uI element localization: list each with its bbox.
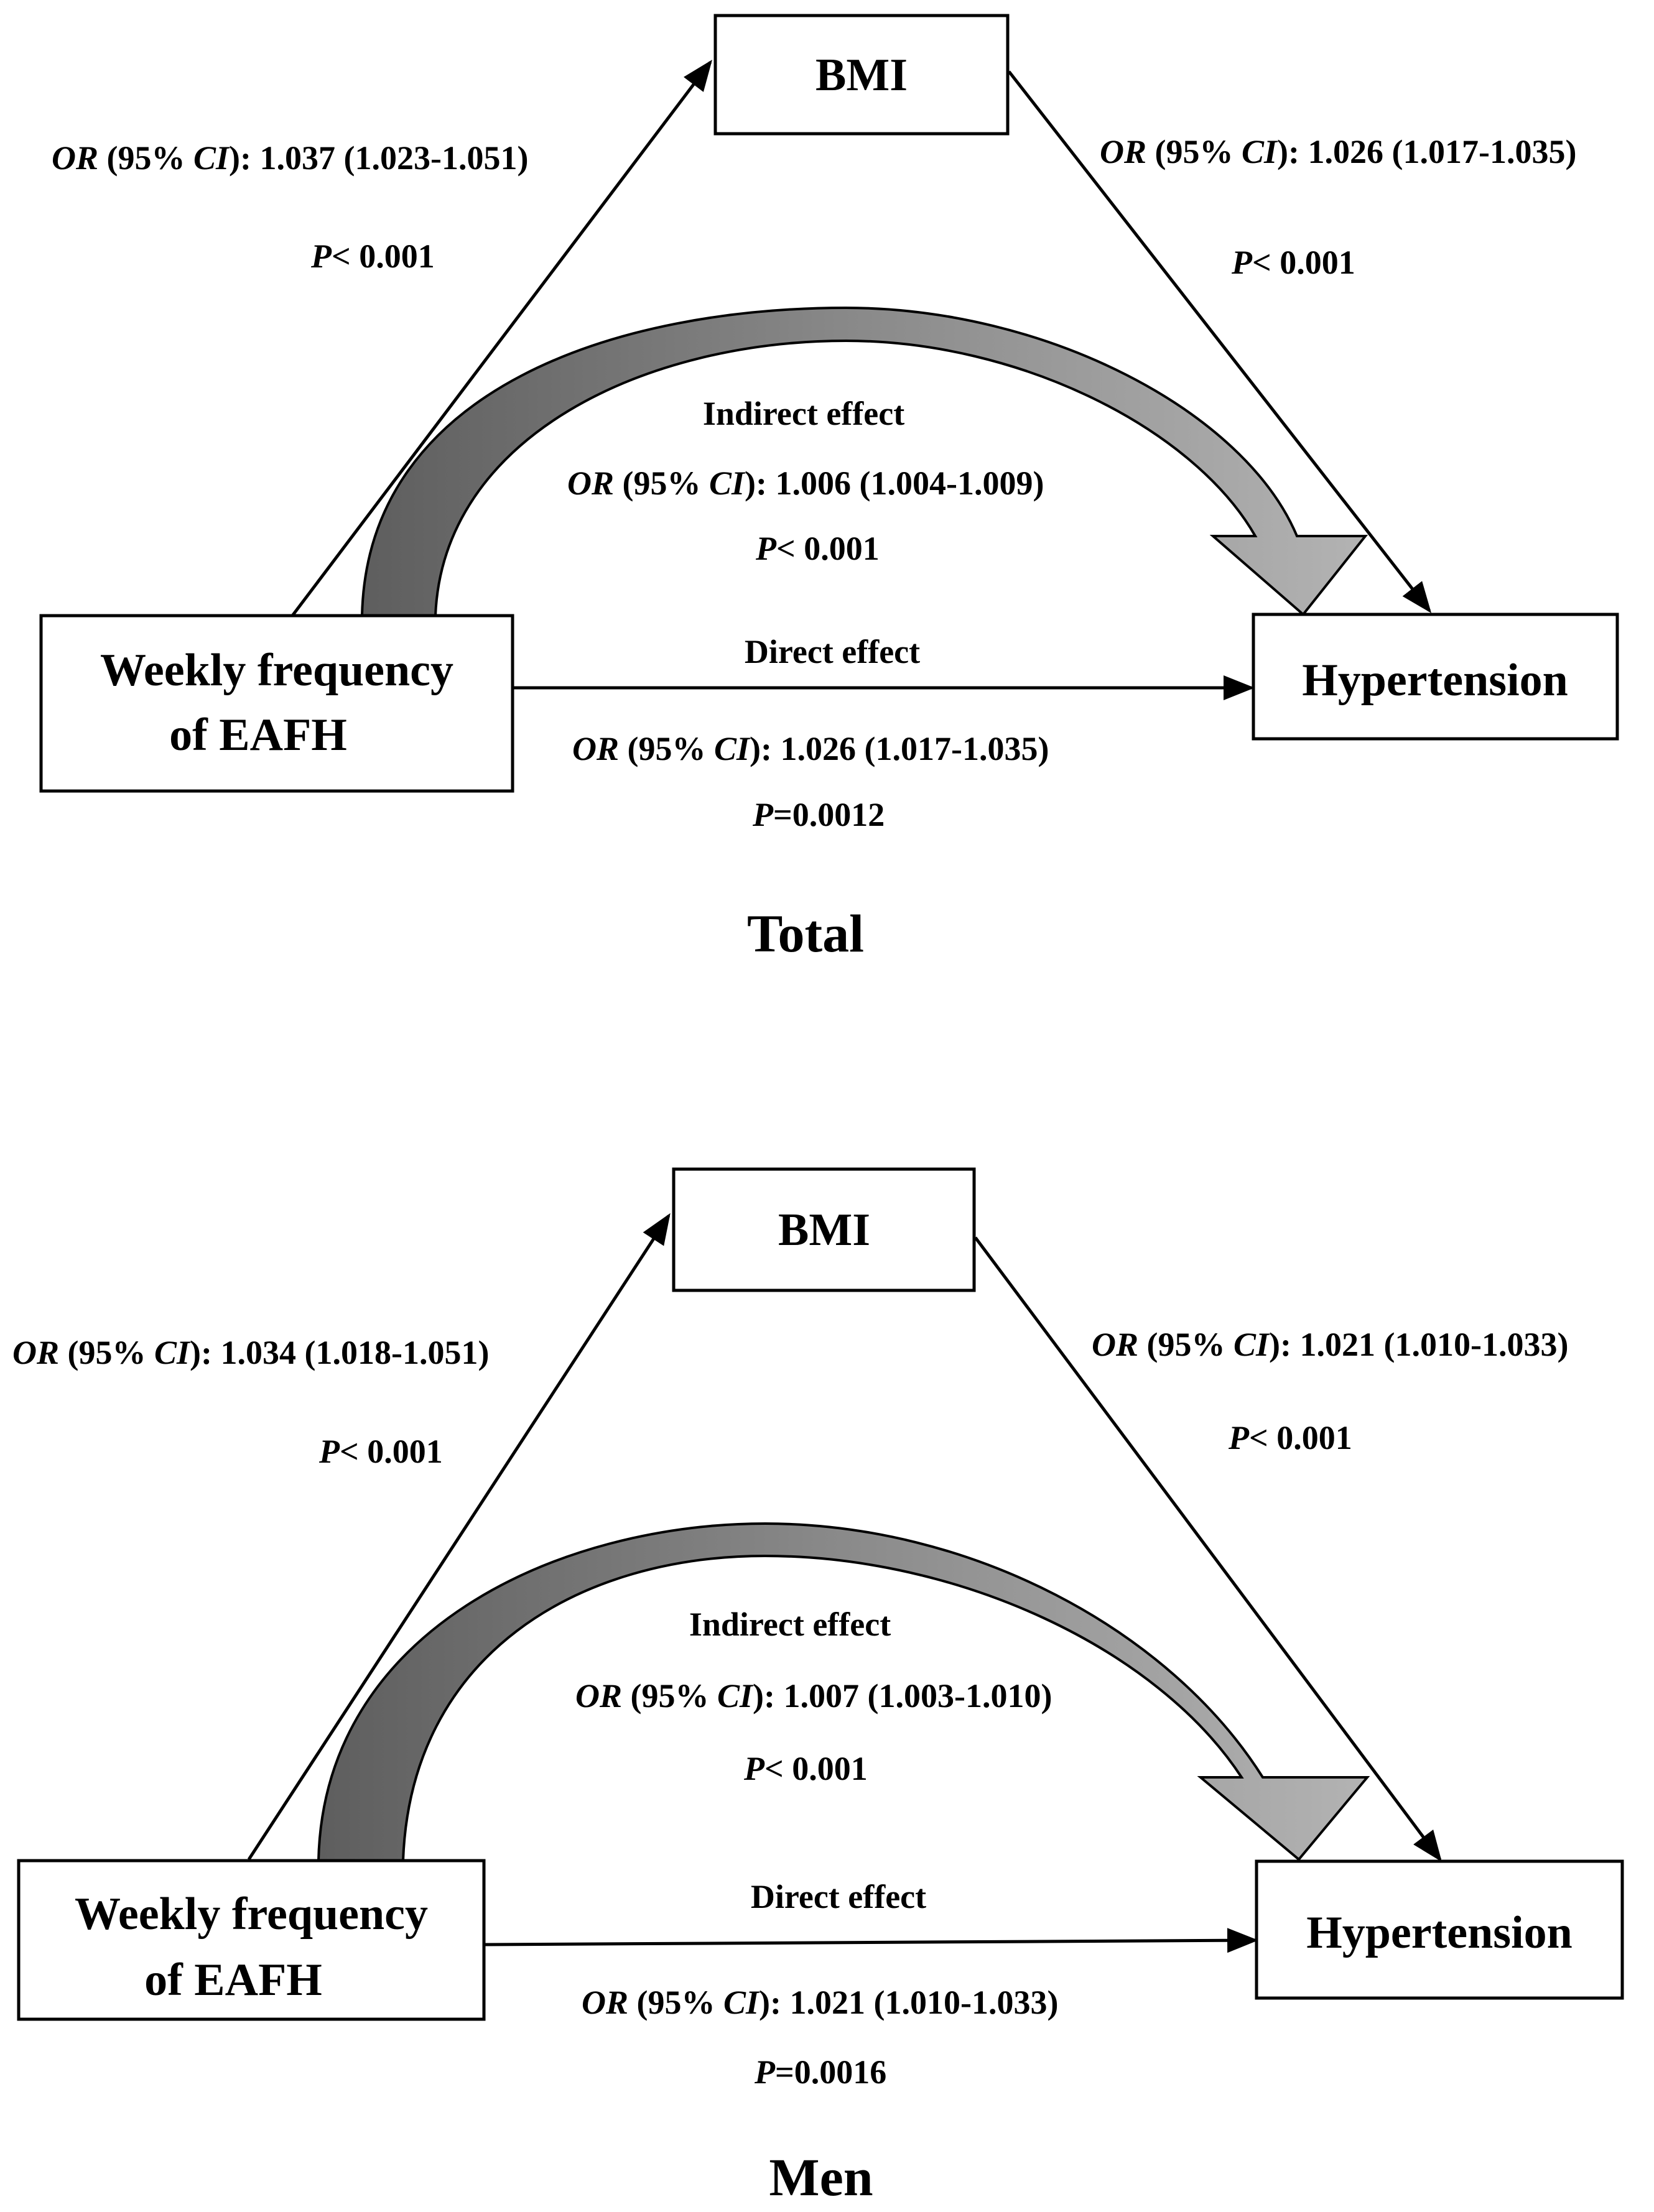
direct-effect-p: P=0.0016 bbox=[754, 2053, 886, 2091]
indirect-effect-or: OR (95% CI): 1.006 (1.004-1.009) bbox=[567, 465, 1044, 502]
path-a-p: P< 0.001 bbox=[318, 1433, 443, 1470]
indirect-effect-p: P< 0.001 bbox=[743, 1750, 868, 1787]
path-b-arrow bbox=[1008, 70, 1432, 613]
path-b-or: OR (95% CI): 1.021 (1.010-1.033) bbox=[1092, 1326, 1568, 1363]
panel-men: BMI Weekly frequency of EAFH Hypertensio… bbox=[12, 1167, 1624, 2207]
mediator-label: BMI bbox=[778, 1205, 870, 1256]
mediator-label: BMI bbox=[815, 50, 908, 101]
outcome-box bbox=[1252, 613, 1619, 741]
indirect-effect-p: P< 0.001 bbox=[755, 530, 880, 567]
exposure-label-line2: of EAFH bbox=[169, 710, 347, 761]
path-b-p: P< 0.001 bbox=[1231, 244, 1355, 281]
panel-caption: Total bbox=[747, 904, 864, 963]
mediator-box bbox=[672, 1167, 976, 1292]
path-a-or: OR (95% CI): 1.034 (1.018-1.051) bbox=[12, 1334, 489, 1371]
path-a-arrow bbox=[291, 60, 713, 617]
indirect-effect-curved-arrow bbox=[317, 1522, 1370, 1862]
direct-effect-title: Direct effect bbox=[751, 1878, 926, 1915]
panel-total: BMI Weekly frequency of EAFH Hypertensio… bbox=[39, 14, 1619, 963]
exposure-label-line2: of EAFH bbox=[144, 1955, 322, 2006]
panel-caption: Men bbox=[769, 2147, 873, 2207]
direct-effect-title: Direct effect bbox=[745, 633, 920, 670]
exposure-label-line1: Weekly frequency bbox=[100, 645, 453, 696]
exposure-label-line1: Weekly frequency bbox=[75, 1889, 428, 1940]
direct-effect-or: OR (95% CI): 1.026 (1.017-1.035) bbox=[572, 730, 1049, 767]
direct-effect-p: P=0.0012 bbox=[752, 796, 885, 833]
indirect-effect-title: Indirect effect bbox=[689, 1606, 891, 1643]
path-a-p: P< 0.001 bbox=[310, 238, 435, 275]
outcome-label: Hypertension bbox=[1306, 1907, 1573, 1958]
path-b-or: OR (95% CI): 1.026 (1.017-1.035) bbox=[1100, 133, 1576, 170]
path-a-arrow bbox=[247, 1213, 671, 1861]
exposure-box bbox=[17, 1859, 486, 2021]
indirect-effect-or: OR (95% CI): 1.007 (1.003-1.010) bbox=[575, 1677, 1052, 1715]
indirect-effect-curved-arrow bbox=[360, 306, 1368, 617]
exposure-box bbox=[39, 614, 514, 793]
outcome-box bbox=[1255, 1859, 1624, 2000]
path-a-or: OR (95% CI): 1.037 (1.023-1.051) bbox=[52, 139, 528, 177]
outcome-label: Hypertension bbox=[1302, 655, 1568, 706]
path-b-p: P< 0.001 bbox=[1228, 1419, 1352, 1456]
indirect-effect-title: Indirect effect bbox=[703, 395, 904, 432]
direct-effect-arrow bbox=[485, 1928, 1258, 1953]
direct-effect-or: OR (95% CI): 1.021 (1.010-1.033) bbox=[582, 1984, 1058, 2021]
path-b-arrow bbox=[973, 1236, 1442, 1863]
mediator-box bbox=[713, 14, 1010, 136]
